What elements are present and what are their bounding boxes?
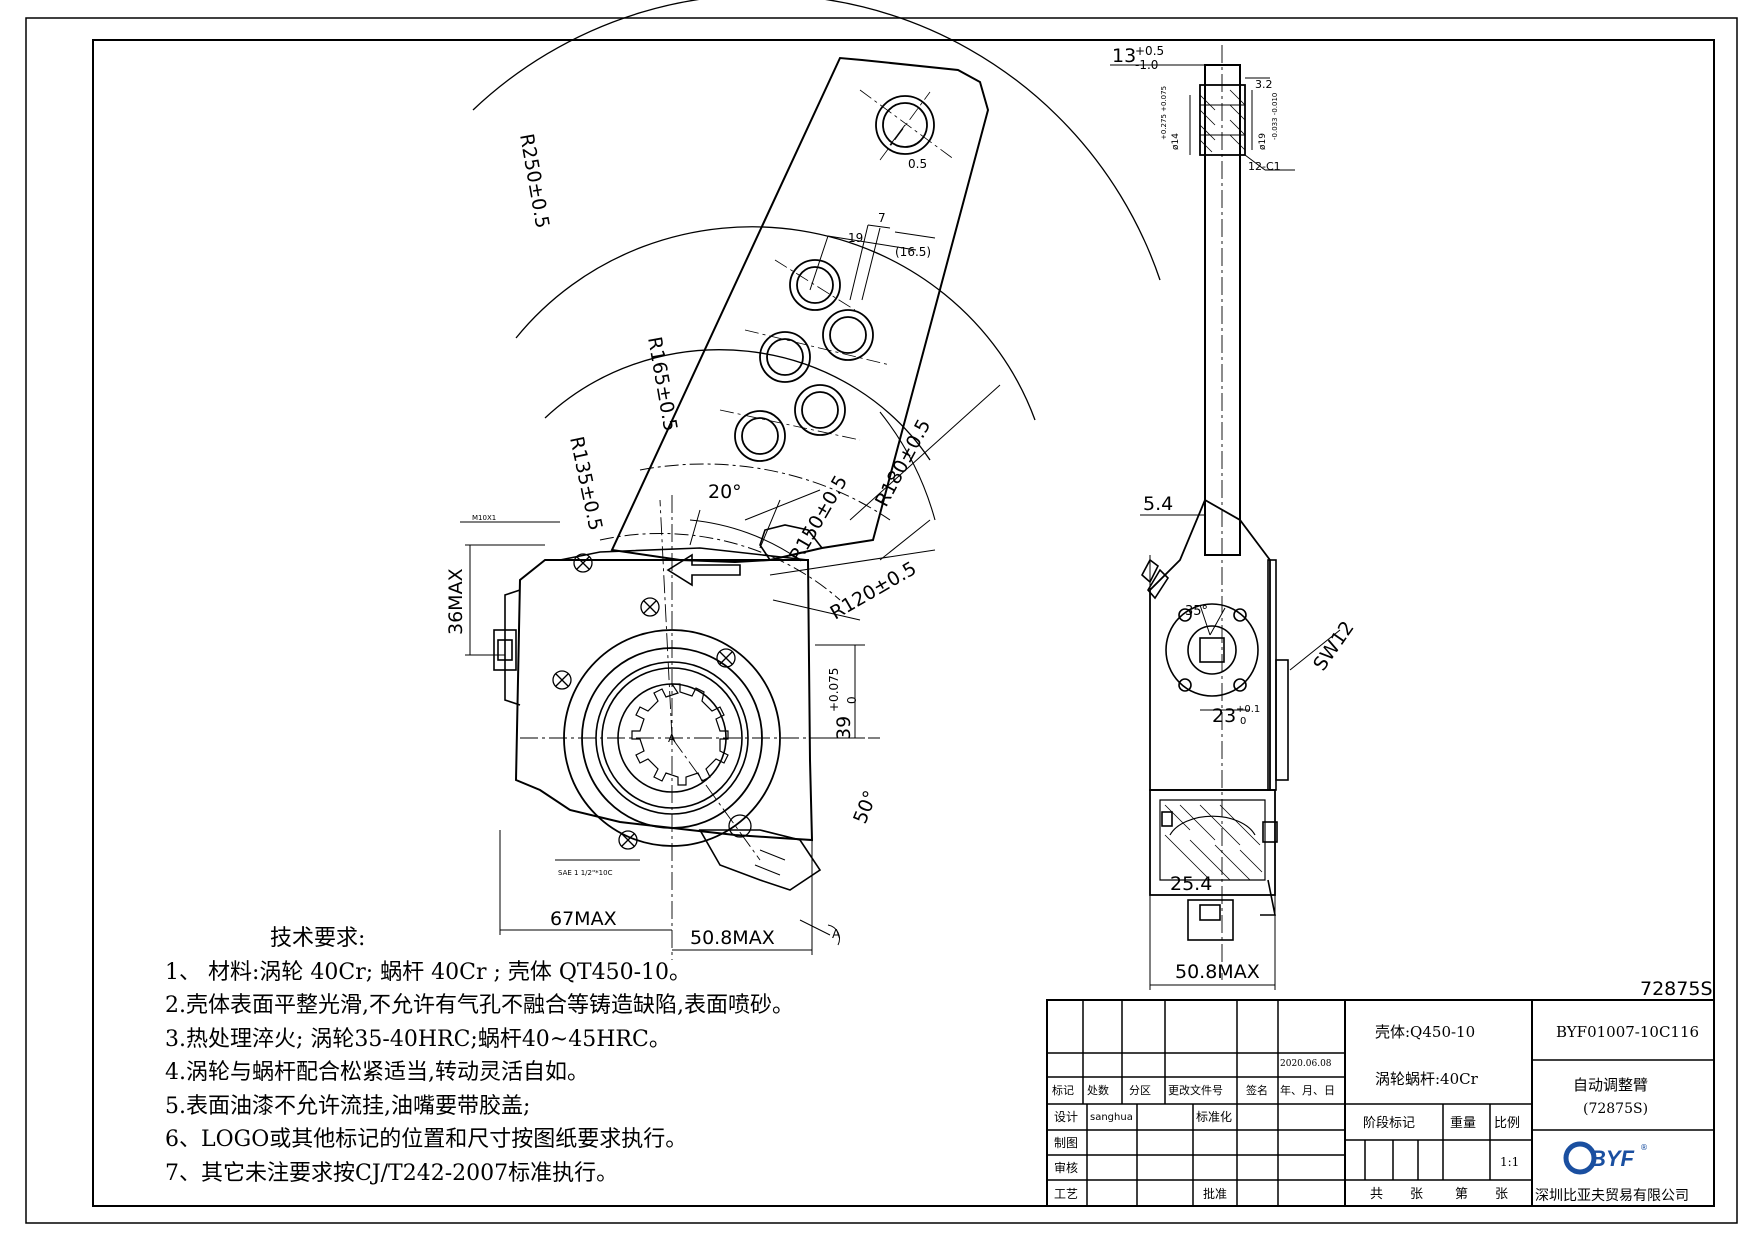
spline-sae: SAE 1 1/2"*10C xyxy=(558,869,613,877)
dim-r250: R250±0.5 xyxy=(515,132,553,230)
point-a: A xyxy=(668,732,676,745)
note-line-4: 4.涡轮与蜗杆配合松紧适当,转动灵活自如。 xyxy=(165,1060,589,1085)
title-block-text: 2020.06.08 标记 处数 分区 更改文件号 签名 年、月、日 设计 sa… xyxy=(1052,1023,1699,1204)
note-line-3: 3.热处理淬火; 涡轮35-40HRC;蜗杆40~45HRC。 xyxy=(165,1027,671,1052)
dim-23-dn: 0 xyxy=(1240,716,1246,727)
dim-13-dn: -1.0 xyxy=(1135,58,1158,72)
company-logo: BYF ® xyxy=(1563,1141,1648,1175)
dim-sw12: SW12 xyxy=(1309,617,1359,675)
front-view xyxy=(460,0,1161,960)
dim-r135: R135±0.5 xyxy=(565,434,606,532)
dim-phi14: ø14 xyxy=(1171,133,1181,150)
tb-company: 深圳比亚夫贸易有限公司 xyxy=(1535,1188,1689,1204)
notes-heading: 技术要求: xyxy=(270,926,366,951)
dim-3-2: 3.2 xyxy=(1255,78,1273,91)
note-line-2: 2.壳体表面平整光滑,不允许有气孔不融合等铸造缺陷,表面喷砂。 xyxy=(165,993,794,1018)
inner-border xyxy=(92,39,1715,1207)
side-view xyxy=(1110,45,1341,990)
thread-m10: M10X1 xyxy=(472,514,496,522)
tb-col-date: 年、月、日 xyxy=(1280,1083,1335,1097)
tb-sheet-unit1: 张 xyxy=(1410,1187,1423,1202)
title-block xyxy=(1046,999,1715,1207)
tb-stage-label: 阶段标记 xyxy=(1363,1116,1415,1131)
tb-part-model: (72875S) xyxy=(1583,1101,1648,1117)
dim-r120: R120±0.5 xyxy=(827,557,921,624)
dim-angle20: 20° xyxy=(708,481,742,503)
dim-508max: 50.8MAX xyxy=(690,927,775,949)
dim-16-5: (16.5) xyxy=(895,245,931,259)
tb-draw-label: 制图 xyxy=(1054,1136,1078,1150)
dim-phi14-tol: +0.275 +0.075 xyxy=(1160,86,1168,140)
dim-23-up: +0.1 xyxy=(1236,704,1260,715)
tb-approve-label: 批准 xyxy=(1203,1186,1227,1201)
dim-angle50: 50° xyxy=(849,787,882,826)
dim-r165: R165±0.5 xyxy=(643,335,681,433)
tb-scale-label: 比例 xyxy=(1494,1116,1520,1131)
tb-process-label: 工艺 xyxy=(1054,1187,1078,1201)
tb-material-2: 涡轮蜗杆:40Cr xyxy=(1375,1070,1479,1088)
dim-39: 39 xyxy=(833,716,855,740)
dim-508max-side: 50.8MAX xyxy=(1175,961,1260,983)
dim-phi19: ø19 xyxy=(1258,133,1268,150)
logo-ring xyxy=(1563,1141,1597,1175)
tb-designer: sanghua xyxy=(1090,1112,1133,1123)
dim-25-4: 25.4 xyxy=(1170,873,1212,895)
tb-standard-label: 标准化 xyxy=(1196,1110,1232,1124)
dim-67max: 67MAX xyxy=(550,908,617,930)
note-line-6: 6、LOGO或其他标记的位置和尺寸按图纸要求执行。 xyxy=(165,1127,688,1152)
tb-date: 2020.06.08 xyxy=(1280,1059,1332,1069)
side-dimension-labels: 13 +0.5 -1.0 3.2 ø14 +0.275 +0.075 ø19 -… xyxy=(1112,44,1359,983)
logo-reg: ® xyxy=(1640,1143,1648,1152)
outer-border xyxy=(25,17,1738,1224)
tb-design-label: 设计 xyxy=(1054,1110,1078,1124)
tb-review-label: 审核 xyxy=(1054,1160,1078,1175)
dim-13-up: +0.5 xyxy=(1135,44,1164,58)
tb-sheet-unit2: 张 xyxy=(1495,1187,1508,1202)
dim-r150: R150±0.5 xyxy=(785,472,852,566)
logo-text: BYF xyxy=(1590,1146,1635,1171)
tb-col-count: 处数 xyxy=(1087,1084,1109,1097)
dim-19: 19 xyxy=(848,231,863,245)
dim-12-c1: 12-C1 xyxy=(1248,160,1281,173)
tb-col-sign: 签名 xyxy=(1246,1083,1268,1097)
note-line-7: 7、其它未注要求按CJ/T242-2007标准执行。 xyxy=(165,1161,619,1186)
note-line-1: 1、 材料:涡轮 40Cr; 蜗杆 40Cr ; 壳体 QT450-10。 xyxy=(165,960,692,985)
dim-36max: 36MAX xyxy=(445,568,467,635)
tb-weight-label: 重量 xyxy=(1450,1115,1476,1131)
tb-material-1: 壳体:Q450-10 xyxy=(1375,1023,1475,1041)
dim-13: 13 xyxy=(1112,45,1136,67)
dim-7: 7 xyxy=(878,211,886,225)
tb-drawing-no: BYF01007-10C116 xyxy=(1556,1023,1699,1041)
tb-scale: 1:1 xyxy=(1500,1155,1519,1169)
tb-part-name: 自动调整臂 xyxy=(1573,1076,1648,1094)
dim-39-tol-dn: 0 xyxy=(845,696,859,704)
dim-23: 23 xyxy=(1212,705,1236,727)
tb-col-mark: 标记 xyxy=(1052,1083,1074,1097)
tb-col-doc: 更改文件号 xyxy=(1168,1083,1223,1097)
section-a: A xyxy=(832,927,841,941)
dim-5-4: 5.4 xyxy=(1143,493,1173,515)
tb-sheet-no: 第 xyxy=(1455,1187,1468,1202)
note-line-5: 5.表面油漆不允许流挂,油嘴要带胶盖; xyxy=(165,1094,531,1119)
dim-39-tol-up: +0.075 xyxy=(827,668,841,712)
tb-sheet-total: 共 xyxy=(1370,1187,1383,1202)
dim-phi19-tol: -0.033 -0.010 xyxy=(1271,93,1279,140)
tb-col-zone: 分区 xyxy=(1129,1084,1151,1097)
dim-35deg: 35° xyxy=(1185,604,1208,619)
part-code: 72875S xyxy=(1640,978,1713,1000)
dim-0-5: 0.5 xyxy=(908,157,927,171)
